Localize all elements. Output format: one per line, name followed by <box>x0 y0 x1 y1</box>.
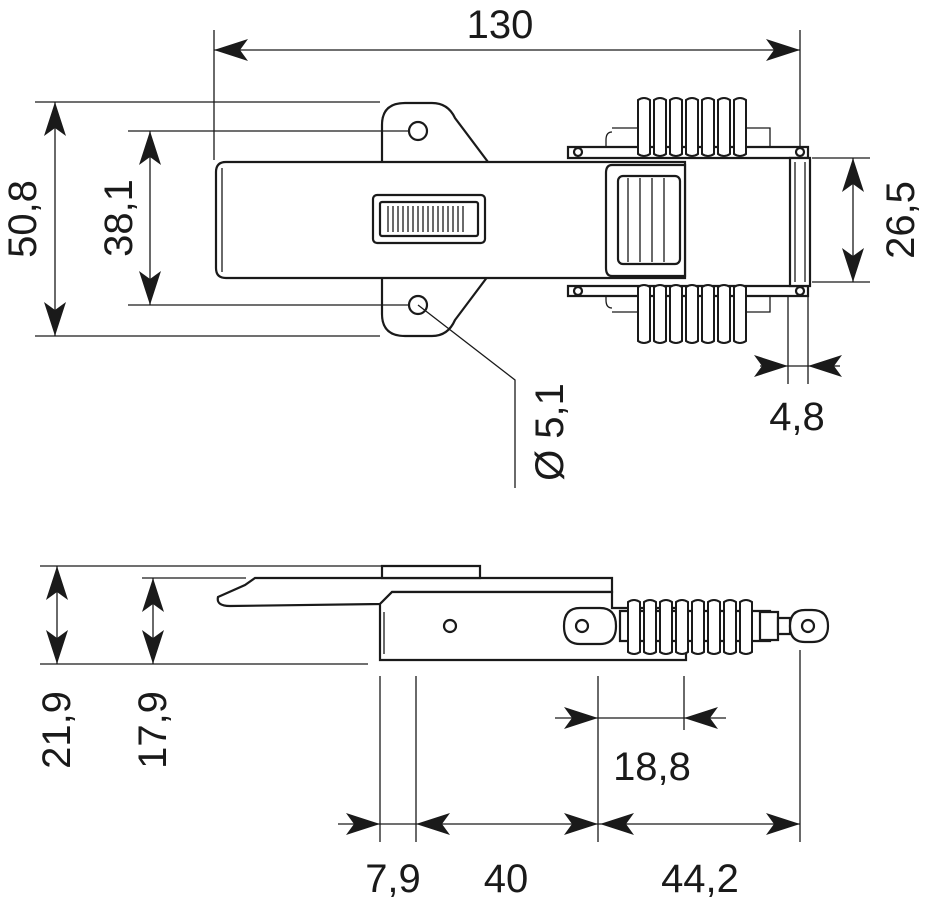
extension-lines-side <box>40 565 801 842</box>
mounting-hole-top <box>407 120 429 142</box>
hook-bracket <box>788 156 812 288</box>
side-view: 21,9 17,9 18,8 7,9 40 44,2 <box>35 564 830 900</box>
dim-label-38-1: 38,1 <box>97 179 141 257</box>
extension-lines-top <box>35 30 870 384</box>
dim-50-8: 50,8 <box>1 102 66 336</box>
side-slide-lock <box>380 564 482 580</box>
dim-label-hole-diameter: Ø 5,1 <box>528 383 572 481</box>
side-hook <box>758 610 780 642</box>
dim-18-8: 18,8 <box>555 707 726 789</box>
slide-lock-ribs <box>387 206 464 232</box>
dim-label-44-2: 44,2 <box>661 857 739 900</box>
dim-label-4-8: 4,8 <box>769 395 825 439</box>
dim-label-50-8: 50,8 <box>1 180 45 258</box>
side-spring <box>618 599 772 655</box>
dim-4-8: 4,8 <box>754 355 842 439</box>
dim-26-5: 26,5 <box>842 158 923 282</box>
dim-21-9: 21,9 <box>35 566 79 769</box>
dim-label-26-5: 26,5 <box>879 181 923 259</box>
dim-label-40: 40 <box>484 857 529 900</box>
dim-label-130: 130 <box>467 3 534 47</box>
dim-label-7-9: 7,9 <box>365 857 421 900</box>
dim-bottom-chain: 7,9 40 44,2 <box>338 813 800 900</box>
dim-label-17-9: 17,9 <box>131 691 175 769</box>
dim-130: 130 <box>214 3 800 61</box>
top-view: 130 50,8 38,1 26,5 4,8 <box>1 3 923 488</box>
spring-bottom <box>605 284 771 344</box>
dim-hole-diameter: Ø 5,1 <box>417 304 572 488</box>
spring-top <box>605 97 771 157</box>
dim-label-18-8: 18,8 <box>613 745 691 789</box>
dim-label-21-9: 21,9 <box>35 691 79 769</box>
dim-38-1: 38,1 <box>97 131 161 305</box>
dim-17-9: 17,9 <box>131 578 175 769</box>
